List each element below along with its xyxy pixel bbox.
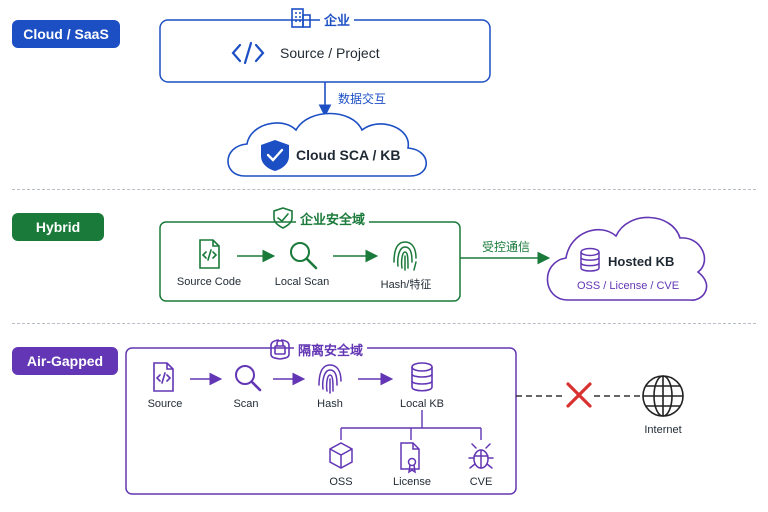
hosted-kb-sub-label: OSS / License / CVE	[577, 280, 680, 292]
controlled-comm-label: 受控通信	[482, 240, 531, 254]
building-icon	[291, 8, 311, 28]
database-local-kb-icon	[411, 362, 433, 392]
blocked-x-icon	[566, 382, 592, 408]
hosted-kb-cloud	[546, 216, 708, 301]
airgap-step-scan: Scan	[233, 398, 259, 410]
source-project-label: Source / Project	[280, 45, 380, 61]
internet-label: Internet	[644, 424, 682, 436]
enterprise-title: 企业	[320, 10, 355, 29]
code-icon	[231, 41, 265, 65]
shield-green-icon	[273, 207, 293, 229]
cloud-sca-shape	[227, 112, 427, 177]
data-exchange-label: 数据交互	[338, 92, 387, 106]
kb-item-oss: OSS	[329, 476, 353, 488]
source-file-purple-icon	[153, 362, 174, 392]
hybrid-step-hash: Hash/特征	[380, 279, 432, 291]
license-doc-icon	[400, 442, 420, 474]
cloud-saas-badge: Cloud / SaaS	[12, 20, 120, 48]
enterprise-zone-title: 企业安全域	[296, 209, 370, 228]
hybrid-badge: Hybrid	[12, 213, 104, 241]
lock-icon	[270, 339, 290, 360]
magnifier-purple-icon	[235, 365, 262, 392]
kb-item-license: License	[393, 476, 431, 488]
airgap-step-source: Source	[147, 398, 183, 410]
airgap-step-local-kb: Local KB	[399, 398, 445, 410]
shield-check-icon	[261, 140, 289, 171]
database-purple-icon	[580, 247, 600, 272]
hybrid-step-source-code: Source Code	[176, 276, 242, 288]
bug-icon	[468, 443, 494, 469]
kb-tree-lines	[340, 410, 482, 440]
hosted-kb-label: Hosted KB	[608, 254, 675, 269]
source-file-icon	[199, 239, 220, 269]
air-gapped-badge: Air-Gapped	[12, 347, 118, 375]
section-divider-2	[12, 323, 756, 324]
kb-item-cve: CVE	[469, 476, 493, 488]
isolated-zone-title: 隔离安全域	[294, 340, 368, 359]
package-icon	[329, 442, 353, 469]
fingerprint-purple-icon	[318, 364, 342, 394]
magnifier-green-icon	[290, 242, 318, 270]
fingerprint-green-icon	[393, 241, 417, 271]
cloud-sca-label: Cloud SCA / KB	[296, 147, 401, 163]
section-divider-1	[12, 189, 756, 190]
globe-icon	[642, 375, 684, 417]
airgap-step-hash: Hash	[317, 398, 343, 410]
hybrid-step-local-scan: Local Scan	[274, 276, 330, 288]
